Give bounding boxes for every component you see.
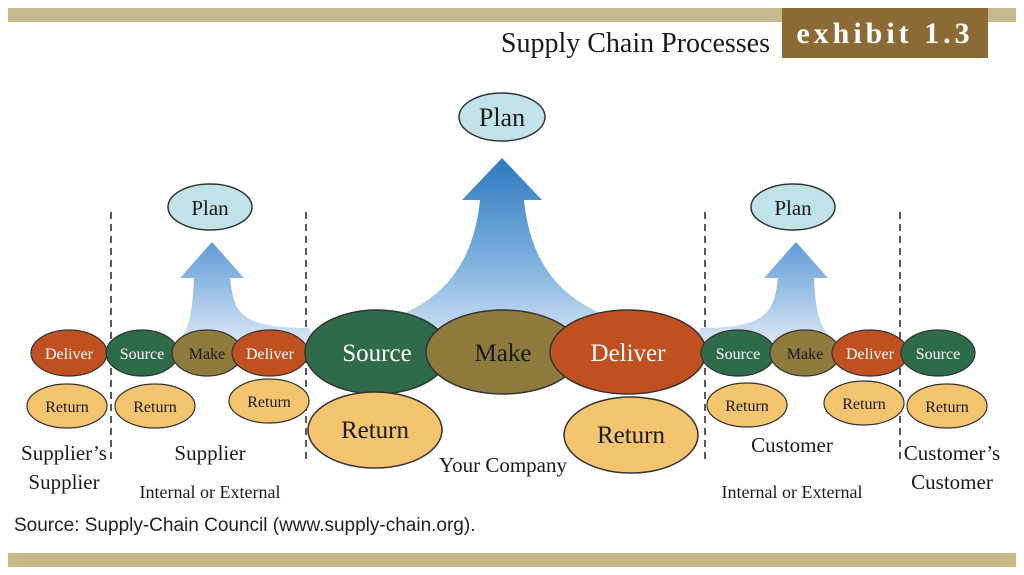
return-supplier-2: Return [228,378,310,424]
label-suppliers-supplier-line2: Supplier [28,470,99,494]
svg-text:Make: Make [475,340,532,367]
plan-center: Plan [458,92,546,142]
make-customer: Make [769,329,841,377]
supplier-plan-arrow [178,242,310,346]
central-plan-arrow [300,158,710,352]
svg-text:Source: Source [120,346,164,363]
deliver-customer: Deliver [831,329,909,377]
source-supplier: Source [105,329,179,377]
source-customers-customer: Source [900,329,976,377]
svg-text:Return: Return [842,396,886,413]
svg-text:Deliver: Deliver [246,346,295,363]
label-customer: Customer [751,433,833,457]
svg-text:Return: Return [247,394,291,411]
svg-text:Source: Source [342,340,411,367]
svg-text:Plan: Plan [479,103,525,132]
label-suppliers-supplier-line1: Supplier’s [21,441,107,465]
deliver-supplier: Deliver [231,329,309,377]
bottom-band [8,553,1016,567]
svg-text:Plan: Plan [191,196,229,220]
svg-text:Return: Return [341,417,410,444]
svg-text:Source: Source [916,346,960,363]
svg-text:Return: Return [45,399,89,416]
svg-text:Return: Return [133,399,177,416]
label-customers-customer-line2: Customer [911,470,993,494]
svg-text:Deliver: Deliver [591,340,667,367]
svg-text:Return: Return [597,422,666,449]
svg-text:Source: Source [716,346,760,363]
return-suppliers-supplier: Return [26,383,108,429]
source-your-company: Source [304,309,450,395]
svg-text:Make: Make [189,346,225,363]
svg-text:Plan: Plan [774,196,812,220]
return-supplier-1: Return [114,383,196,429]
return-your-company-1: Return [307,391,443,469]
page-title: Supply Chain Processes [500,28,770,59]
customer-plan-arrow [700,242,836,346]
make-supplier: Make [171,329,243,377]
plan-customer: Plan [750,183,836,231]
return-customer-2: Return [823,380,905,426]
label-customers-customer-line1: Customer’s [904,441,1000,465]
return-customer-1: Return [706,382,788,428]
top-band [8,8,1016,22]
svg-text:Make: Make [787,346,823,363]
exhibit-label: exhibit 1.3 [782,8,988,58]
return-customers-customer: Return [906,383,988,429]
label-supplier: Supplier [174,441,245,465]
source-note: Source: Supply-Chain Council (www.supply… [14,515,476,536]
deliver-your-company: Deliver [549,309,707,395]
label-your-company: Your Company [439,453,567,477]
svg-text:Return: Return [925,399,969,416]
deliver-suppliers-supplier: Deliver [30,329,108,377]
source-customer: Source [700,329,776,377]
plan-supplier: Plan [167,183,253,231]
svg-text:Return: Return [725,398,769,415]
return-your-company-2: Return [563,396,699,474]
label-customer-sub: Internal or External [722,482,863,502]
svg-text:Deliver: Deliver [846,346,895,363]
svg-text:Deliver: Deliver [45,346,94,363]
label-supplier-sub: Internal or External [140,482,281,502]
